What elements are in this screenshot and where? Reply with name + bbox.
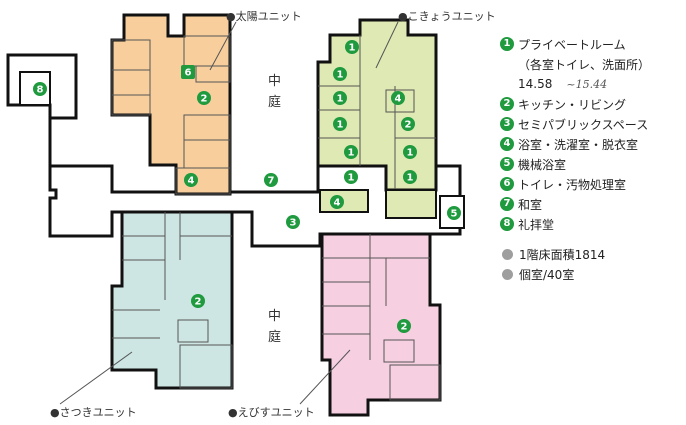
room-badge-number: 1 xyxy=(407,148,414,159)
legend-num-3: 3 xyxy=(500,117,514,131)
legend-item-4: 4 浴室・洗濯室・脱衣室 xyxy=(500,134,686,154)
room-badge-number: 1 xyxy=(337,94,344,105)
room-badge-1-11 xyxy=(344,145,358,159)
room-badge-2-16 xyxy=(401,117,415,131)
legend-num-1: 1 xyxy=(500,37,514,51)
room-badge-3-5 xyxy=(286,215,300,229)
room-badge-1-9 xyxy=(333,91,347,105)
legend: 1 プライベートルーム （各室トイレ、洗面所） 14.58 ~15.44 2 キッチン… xyxy=(500,34,686,284)
stats-dot-icon xyxy=(502,248,513,260)
room-badge-number: 2 xyxy=(401,322,408,333)
room-badge-1-10 xyxy=(333,117,347,131)
ebisu-unit-label: ●えびすユニット xyxy=(228,406,315,419)
legend-num-2: 2 xyxy=(500,97,514,111)
legend-text-1: プライベートルーム xyxy=(518,37,626,52)
room-badge-number: 4 xyxy=(188,176,195,187)
room-badge-6-1 xyxy=(181,65,195,79)
room-badge-number: 6 xyxy=(185,68,192,79)
legend-text-4: 浴室・洗濯室・脱衣室 xyxy=(518,137,639,152)
legend-num-4: 4 xyxy=(500,137,514,151)
room-badge-1-7 xyxy=(345,40,359,54)
room-badge-number: 8 xyxy=(37,85,44,96)
room-badge-number: 1 xyxy=(348,148,355,159)
room-badge-7-4 xyxy=(264,173,278,187)
room-badge-number: 5 xyxy=(451,209,458,220)
legend-num-7: 7 xyxy=(500,197,514,211)
legend-item-7: 7 和室 xyxy=(500,194,686,214)
taiyo-unit-label: ●太陽ユニット xyxy=(226,10,302,23)
room-number-badges: 8 6 2 4 7 3 5 1 1 1 1 1 1 1 1 4 2 4 2 2 xyxy=(33,40,461,333)
stats-floor-area-text: 1階床面積1814 xyxy=(519,247,606,262)
room-badge-number: 2 xyxy=(195,297,202,308)
legend-item-2: 2 キッチン・リビング xyxy=(500,94,686,114)
legend-private-size-row: 14.58 ~15.44 xyxy=(500,74,686,94)
room-badge-number: 1 xyxy=(337,70,344,81)
legend-text-6: トイレ・汚物処理室 xyxy=(518,177,627,192)
room-badge-number: 1 xyxy=(337,120,344,131)
legend-text-2: キッチン・リビング xyxy=(518,97,627,112)
taiyo-unit-area xyxy=(110,13,232,196)
kokyo-unit-area xyxy=(316,18,438,192)
legend-item-8: 8 礼拝堂 xyxy=(500,214,686,234)
legend-item-3: 3 セミパブリックスペース xyxy=(500,114,686,134)
legend-item-6: 6 トイレ・汚物処理室 xyxy=(500,174,686,194)
satsuki-unit-area xyxy=(110,210,234,390)
room-badge-number: 2 xyxy=(201,94,208,105)
room-badge-number: 7 xyxy=(268,176,275,187)
satsuki-unit-label: ●さつきユニット xyxy=(50,406,137,419)
legend-text-8: 礼拝堂 xyxy=(518,217,555,232)
room-badge-2-18 xyxy=(191,294,205,308)
legend-private-size-note: ~15.44 xyxy=(566,77,608,91)
room-badge-1-14 xyxy=(403,170,417,184)
room-badge-4-17 xyxy=(330,195,344,209)
ebisu-unit-area xyxy=(320,232,442,417)
room-badge-number: 1 xyxy=(348,173,355,184)
room-badge-number: 3 xyxy=(290,218,297,229)
room-badge-8-0 xyxy=(33,82,47,96)
legend-num-8: 8 xyxy=(500,217,514,231)
kokyo-unit-label: ●こきょうユニット xyxy=(398,10,496,23)
stats-floor-area: 1階床面積1814 xyxy=(500,244,686,264)
room-badge-1-13 xyxy=(403,145,417,159)
room-badge-5-6 xyxy=(447,206,461,220)
room-badge-1-12 xyxy=(344,170,358,184)
legend-text-5: 機械浴室 xyxy=(518,157,567,172)
courtyard-bottom-label-2: 庭 xyxy=(268,329,281,345)
room-badge-4-15 xyxy=(391,91,405,105)
legend-item-5: 5 機械浴室 xyxy=(500,154,686,174)
room-badge-number: 2 xyxy=(405,120,412,131)
courtyard-bottom-label-1: 中 xyxy=(268,309,281,324)
room-badge-2-2 xyxy=(197,91,211,105)
legend-private-size: 14.58 xyxy=(518,77,553,91)
room-badge-number: 1 xyxy=(407,173,414,184)
room-badge-4-3 xyxy=(184,173,198,187)
stats-rooms-text: 個室/40室 xyxy=(519,267,575,282)
room-badge-2-19 xyxy=(397,319,411,333)
floor-plan: ●太陽ユニット ●こきょうユニット ●さつきユニット ●えびすユニット 中 庭 … xyxy=(6,10,496,419)
stats-dot-icon xyxy=(502,268,513,280)
room-badge-number: 4 xyxy=(334,198,341,209)
stats-rooms: 個室/40室 xyxy=(500,264,686,284)
room-badge-1-8 xyxy=(333,67,347,81)
legend-text-3: セミパブリックスペース xyxy=(518,117,649,132)
room-badge-number: 1 xyxy=(349,43,356,54)
legend-item-1: 1 プライベートルーム xyxy=(500,34,686,54)
courtyard-top-label-1: 中 xyxy=(268,74,281,89)
legend-num-5: 5 xyxy=(500,157,514,171)
legend-num-6: 6 xyxy=(500,177,514,191)
legend-text-7: 和室 xyxy=(518,197,543,212)
legend-private-sub: （各室トイレ、洗面所） xyxy=(518,57,651,72)
courtyard-top-label-2: 庭 xyxy=(268,94,281,110)
room-badge-number: 4 xyxy=(395,94,402,105)
